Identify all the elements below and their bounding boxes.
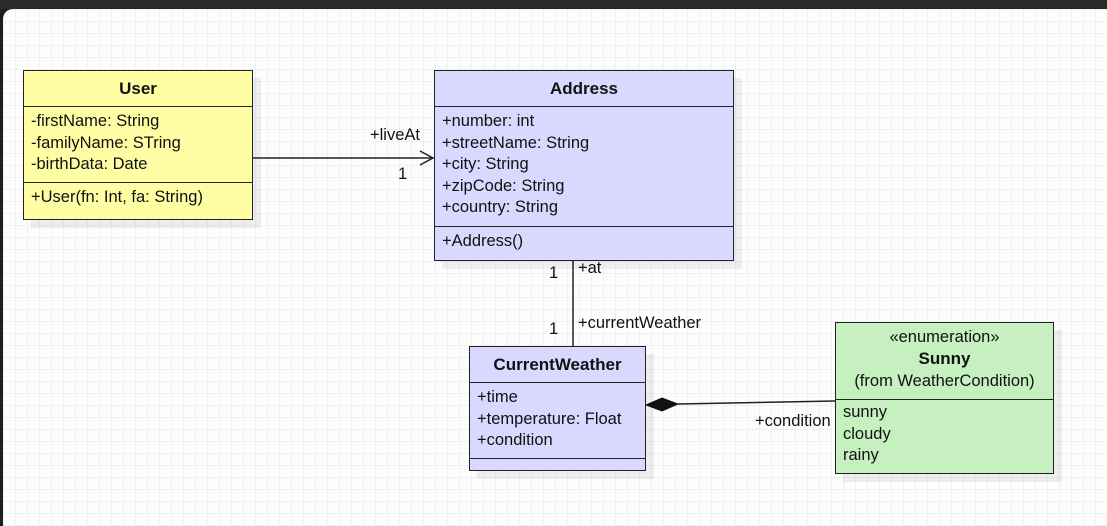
user-attribute: -birthData: Date: [31, 155, 148, 173]
condition-association-line[interactable]: [677, 400, 836, 405]
condition-role-label: +condition: [755, 412, 831, 430]
liveat-arrowhead: [419, 150, 435, 166]
at-role-label: +at: [578, 259, 602, 277]
liveat-multiplicity: 1: [398, 165, 408, 183]
currentweather-attribute: +condition: [477, 431, 553, 449]
currentweather-attribute: +temperature: Float: [477, 409, 622, 428]
enumeration-name: Sunny: [918, 349, 971, 368]
enumeration-header: «enumeration» Sunny (from WeatherConditi…: [836, 323, 1053, 400]
enumeration-values: sunny cloudy rainy: [836, 400, 1053, 467]
user-attributes: -firstName: String -familyName: STring -…: [24, 107, 252, 183]
currentweather-attribute: +time: [477, 388, 518, 406]
address-class-name: Address: [435, 71, 733, 107]
address-attribute: +number: int: [442, 112, 535, 130]
enumeration-stereotype: «enumeration»: [889, 328, 1000, 346]
address-attribute: +zipCode: String: [442, 176, 565, 195]
address-operations: +Address(): [435, 227, 733, 253]
address-attributes: +number: int +streetName: String +city: …: [435, 107, 733, 227]
at-multiplicity: 1: [549, 264, 559, 282]
user-attribute: -firstName: String: [31, 112, 160, 130]
window-top-bar: [0, 0, 1107, 9]
currentweather-attributes: +time +temperature: Float +condition: [470, 383, 645, 459]
enumeration-source: (from WeatherCondition): [854, 372, 1035, 390]
user-class[interactable]: User -firstName: String -familyName: STr…: [23, 70, 253, 220]
user-class-name: User: [24, 71, 252, 107]
sunny-enumeration[interactable]: «enumeration» Sunny (from WeatherConditi…: [835, 322, 1054, 474]
address-attribute: +country: String: [442, 198, 559, 216]
liveat-role-label: +liveAt: [370, 126, 420, 144]
user-operation: +User(fn: Int, fa: String): [31, 188, 203, 206]
user-attribute: -familyName: STring: [31, 133, 181, 152]
enumeration-value: cloudy: [843, 424, 891, 443]
composition-diamond: [644, 397, 680, 412]
enumeration-value: sunny: [843, 403, 888, 421]
currentweather-class-name: CurrentWeather: [470, 347, 645, 383]
currentweather-role-label: +currentWeather: [578, 314, 702, 332]
currentweather-multiplicity: 1: [549, 320, 559, 338]
address-class[interactable]: Address +number: int +streetName: String…: [434, 70, 734, 261]
currentweather-class[interactable]: CurrentWeather +time +temperature: Float…: [469, 346, 646, 471]
user-operations: +User(fn: Int, fa: String): [24, 183, 252, 209]
address-attribute: +streetName: String: [442, 133, 590, 152]
enumeration-value: rainy: [843, 446, 879, 464]
address-attribute: +city: String: [442, 155, 529, 173]
address-operation: +Address(): [442, 232, 524, 250]
